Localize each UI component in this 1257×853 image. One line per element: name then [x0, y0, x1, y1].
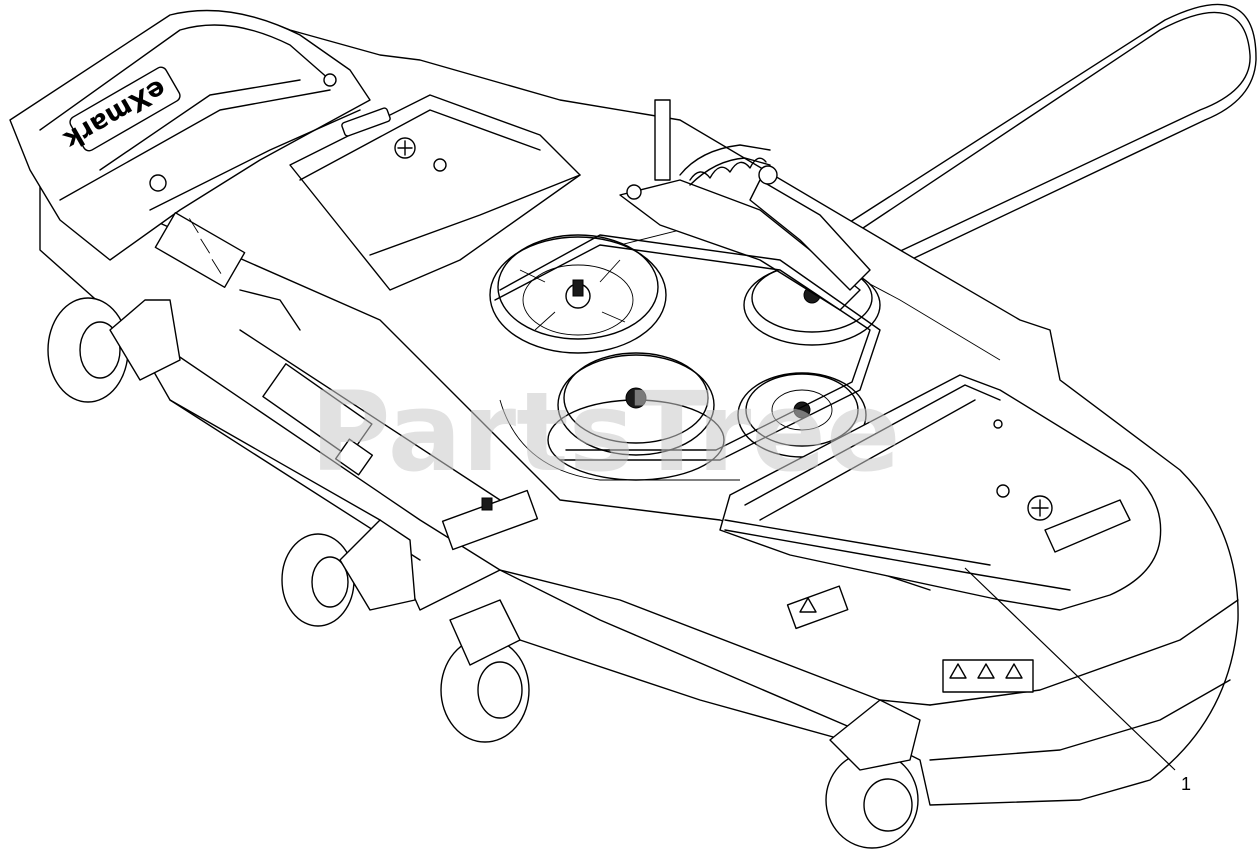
- tension-spring: [689, 157, 767, 181]
- deck-belt: [494, 234, 881, 461]
- left-top-cover: [289, 94, 581, 291]
- deck-size-decal: [262, 363, 374, 476]
- warning-decal-center: [441, 489, 539, 551]
- caster-wheel-front-right: [825, 699, 921, 849]
- center-spindle-pulley: [547, 352, 725, 481]
- warning-decal-left: [154, 211, 246, 289]
- warning-decal-front: [786, 585, 849, 630]
- caster-wheel-rear-left: [47, 297, 181, 403]
- right-spindle-pulley: [737, 372, 867, 458]
- callout-number[interactable]: 1: [1181, 774, 1191, 794]
- warning-decal-right: [942, 659, 1034, 693]
- left-belt-cover: eXmark: [9, 9, 371, 261]
- drive-belt: [821, 3, 1257, 281]
- caster-wheel-rear-right: [281, 519, 416, 627]
- watermark-text: PartsTree: [310, 368, 901, 496]
- callout-1[interactable]: 1: [964, 567, 1191, 794]
- idler-arm-assembly: [619, 99, 871, 311]
- callout-leader-line: [964, 567, 1176, 771]
- caster-wheel-front-left: [440, 599, 530, 743]
- left-spindle-pulley: [489, 234, 667, 354]
- right-belt-cover: [719, 374, 1162, 611]
